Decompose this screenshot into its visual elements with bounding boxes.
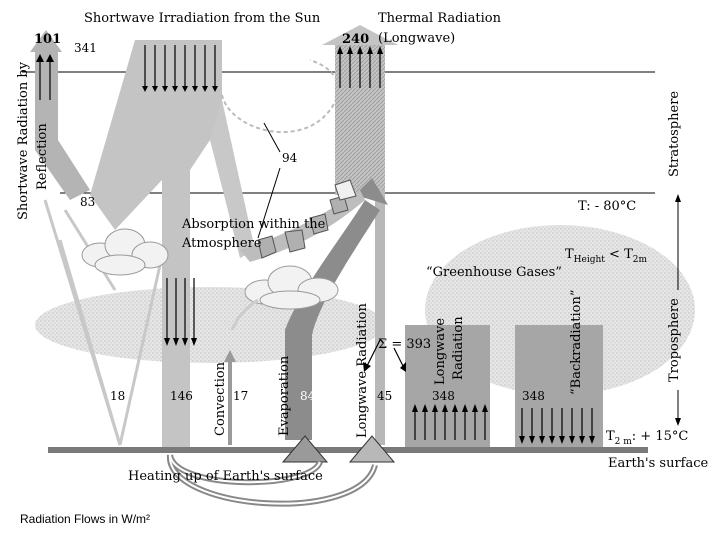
reflected-arrowhead	[30, 30, 62, 52]
incoming-shortwave-band	[90, 40, 222, 452]
longwave-up-block	[405, 325, 490, 447]
value-longwave-up: 348	[432, 389, 455, 403]
shortwave-title: Shortwave Irradiation from the Sun	[84, 11, 321, 26]
temp-height-compare: THeight < T2m	[565, 247, 647, 265]
troposphere-label: Troposphere	[667, 298, 682, 382]
greenhouse-gas-haze	[425, 225, 695, 395]
backradiation-arrows	[521, 408, 593, 438]
value-outgoing: 240	[342, 32, 369, 47]
backradiation-block	[515, 325, 603, 447]
absorbed-branch	[210, 100, 255, 258]
value-incoming: 341	[74, 41, 97, 55]
temp-minus80: T: - 80°C	[578, 199, 636, 214]
absorption-label-2: Atmosphere	[181, 236, 262, 251]
evaporation-label: Evaporation	[277, 355, 292, 436]
thermal-title-2: (Longwave)	[378, 31, 455, 46]
longwave-radiation-label: Longwave Radiation	[355, 303, 370, 438]
greenhouse-label: “Greenhouse Gases”	[426, 265, 562, 280]
triangle-evap	[281, 435, 329, 463]
value-reflected: 101	[34, 32, 61, 47]
evaporation-band	[285, 200, 380, 440]
reflection-label-2: Reflection	[35, 123, 50, 190]
convection-label: Convection	[213, 361, 228, 436]
value-evaporation: 84	[300, 389, 316, 403]
earth-surface-label: Earth's surface	[608, 456, 709, 471]
stratosphere-label: Stratosphere	[667, 91, 682, 177]
surface-arrows	[166, 278, 195, 340]
value-absorbed-strat: 94	[282, 151, 298, 165]
longwave-up-arrows	[414, 408, 486, 440]
longwave-label-2: Radiation	[451, 316, 466, 380]
convection-arrow	[228, 360, 232, 445]
reflection-label-1: Shortwave Radiation by	[16, 61, 31, 220]
sigma-label: Σ = 393	[378, 337, 431, 352]
earth-surface-line	[48, 447, 648, 453]
value-absorbed-surface: 146	[170, 389, 193, 403]
value-backradiation: 348	[522, 389, 545, 403]
window-column	[375, 190, 385, 445]
value-window: 45	[377, 389, 392, 403]
triangle-window	[348, 435, 396, 463]
outgoing-arrowhead	[322, 25, 398, 45]
cloud-left	[81, 228, 169, 276]
footer-label: Radiation Flows in W/m²	[20, 512, 150, 526]
temp-surface: T2 m: + 15°C	[606, 429, 688, 447]
backradiation-label: “Backradiation”	[569, 289, 584, 395]
longwave-label-1: Longwave	[433, 318, 448, 385]
cloud-middle	[244, 265, 339, 310]
value-convection: 17	[233, 389, 248, 403]
absorption-label-1: Absorption within the	[181, 217, 326, 232]
reflected-band	[35, 48, 90, 200]
absorption-shapes	[257, 179, 357, 259]
heating-label: Heating up of Earth's surface	[128, 469, 323, 484]
outgoing-arrows	[339, 50, 381, 88]
thermal-title-1: Thermal Radiation	[378, 11, 502, 26]
absorption-arc	[221, 59, 340, 134]
value-surface-reflect: 18	[110, 389, 125, 403]
value-cloud-reflect: 83	[80, 195, 95, 209]
incoming-arrows	[144, 45, 216, 88]
